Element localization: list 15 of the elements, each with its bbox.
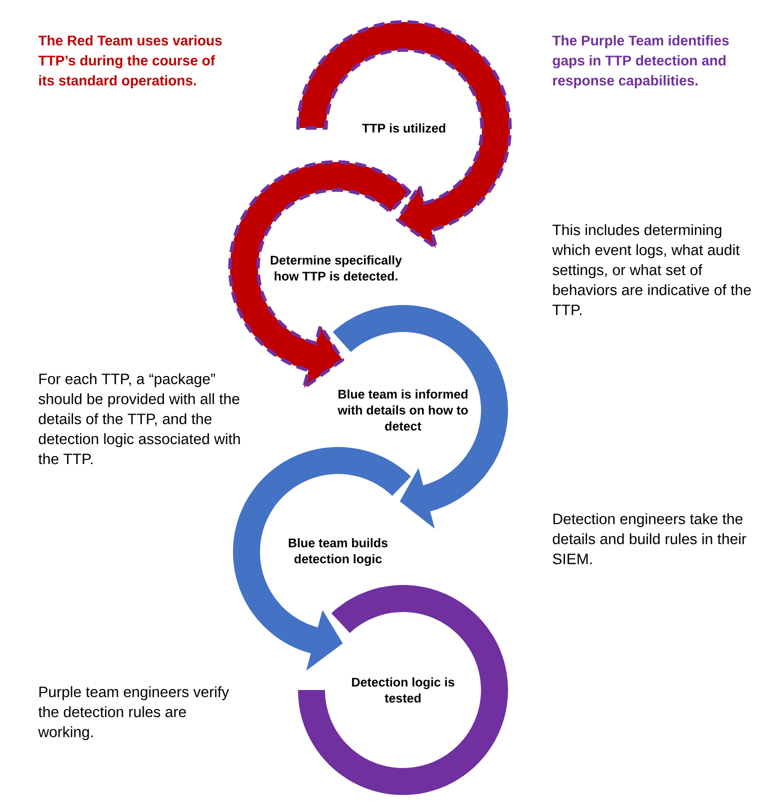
note-text: This includes determining which event logs, what audit settings, or what set of behaviors are indicative of the TTP. [552, 224, 751, 316]
circular-arrow [228, 160, 412, 390]
circular-arrow [296, 20, 512, 250]
heading-text: The Purple Team identifies gaps in TTP detection and response capabilities. [552, 35, 729, 88]
heading-text: The Red Team uses various TTP’s during the course of its standard operations. [38, 35, 222, 88]
note-text: Detection engineers take the details and build rules in their SIEM. [552, 513, 746, 564]
note-text: For each TTP, a “package” should be provided with all the details of the TTP, and the detection logic associated with the TTP. [38, 373, 240, 464]
ring: Detection logic is tested [298, 585, 508, 795]
step-label: TTP is utilized [362, 123, 446, 133]
step-label: Blue team builds detection logic [288, 538, 388, 566]
circular-arrow [332, 305, 508, 529]
step-label: Determine specifically how TTP is detected. [270, 255, 402, 281]
note-text: Purple team engineers verify the detection rules are working. [38, 686, 230, 740]
step-label: Blue team is informed with details on how to detect [338, 389, 468, 431]
circular-arrow [233, 447, 411, 671]
